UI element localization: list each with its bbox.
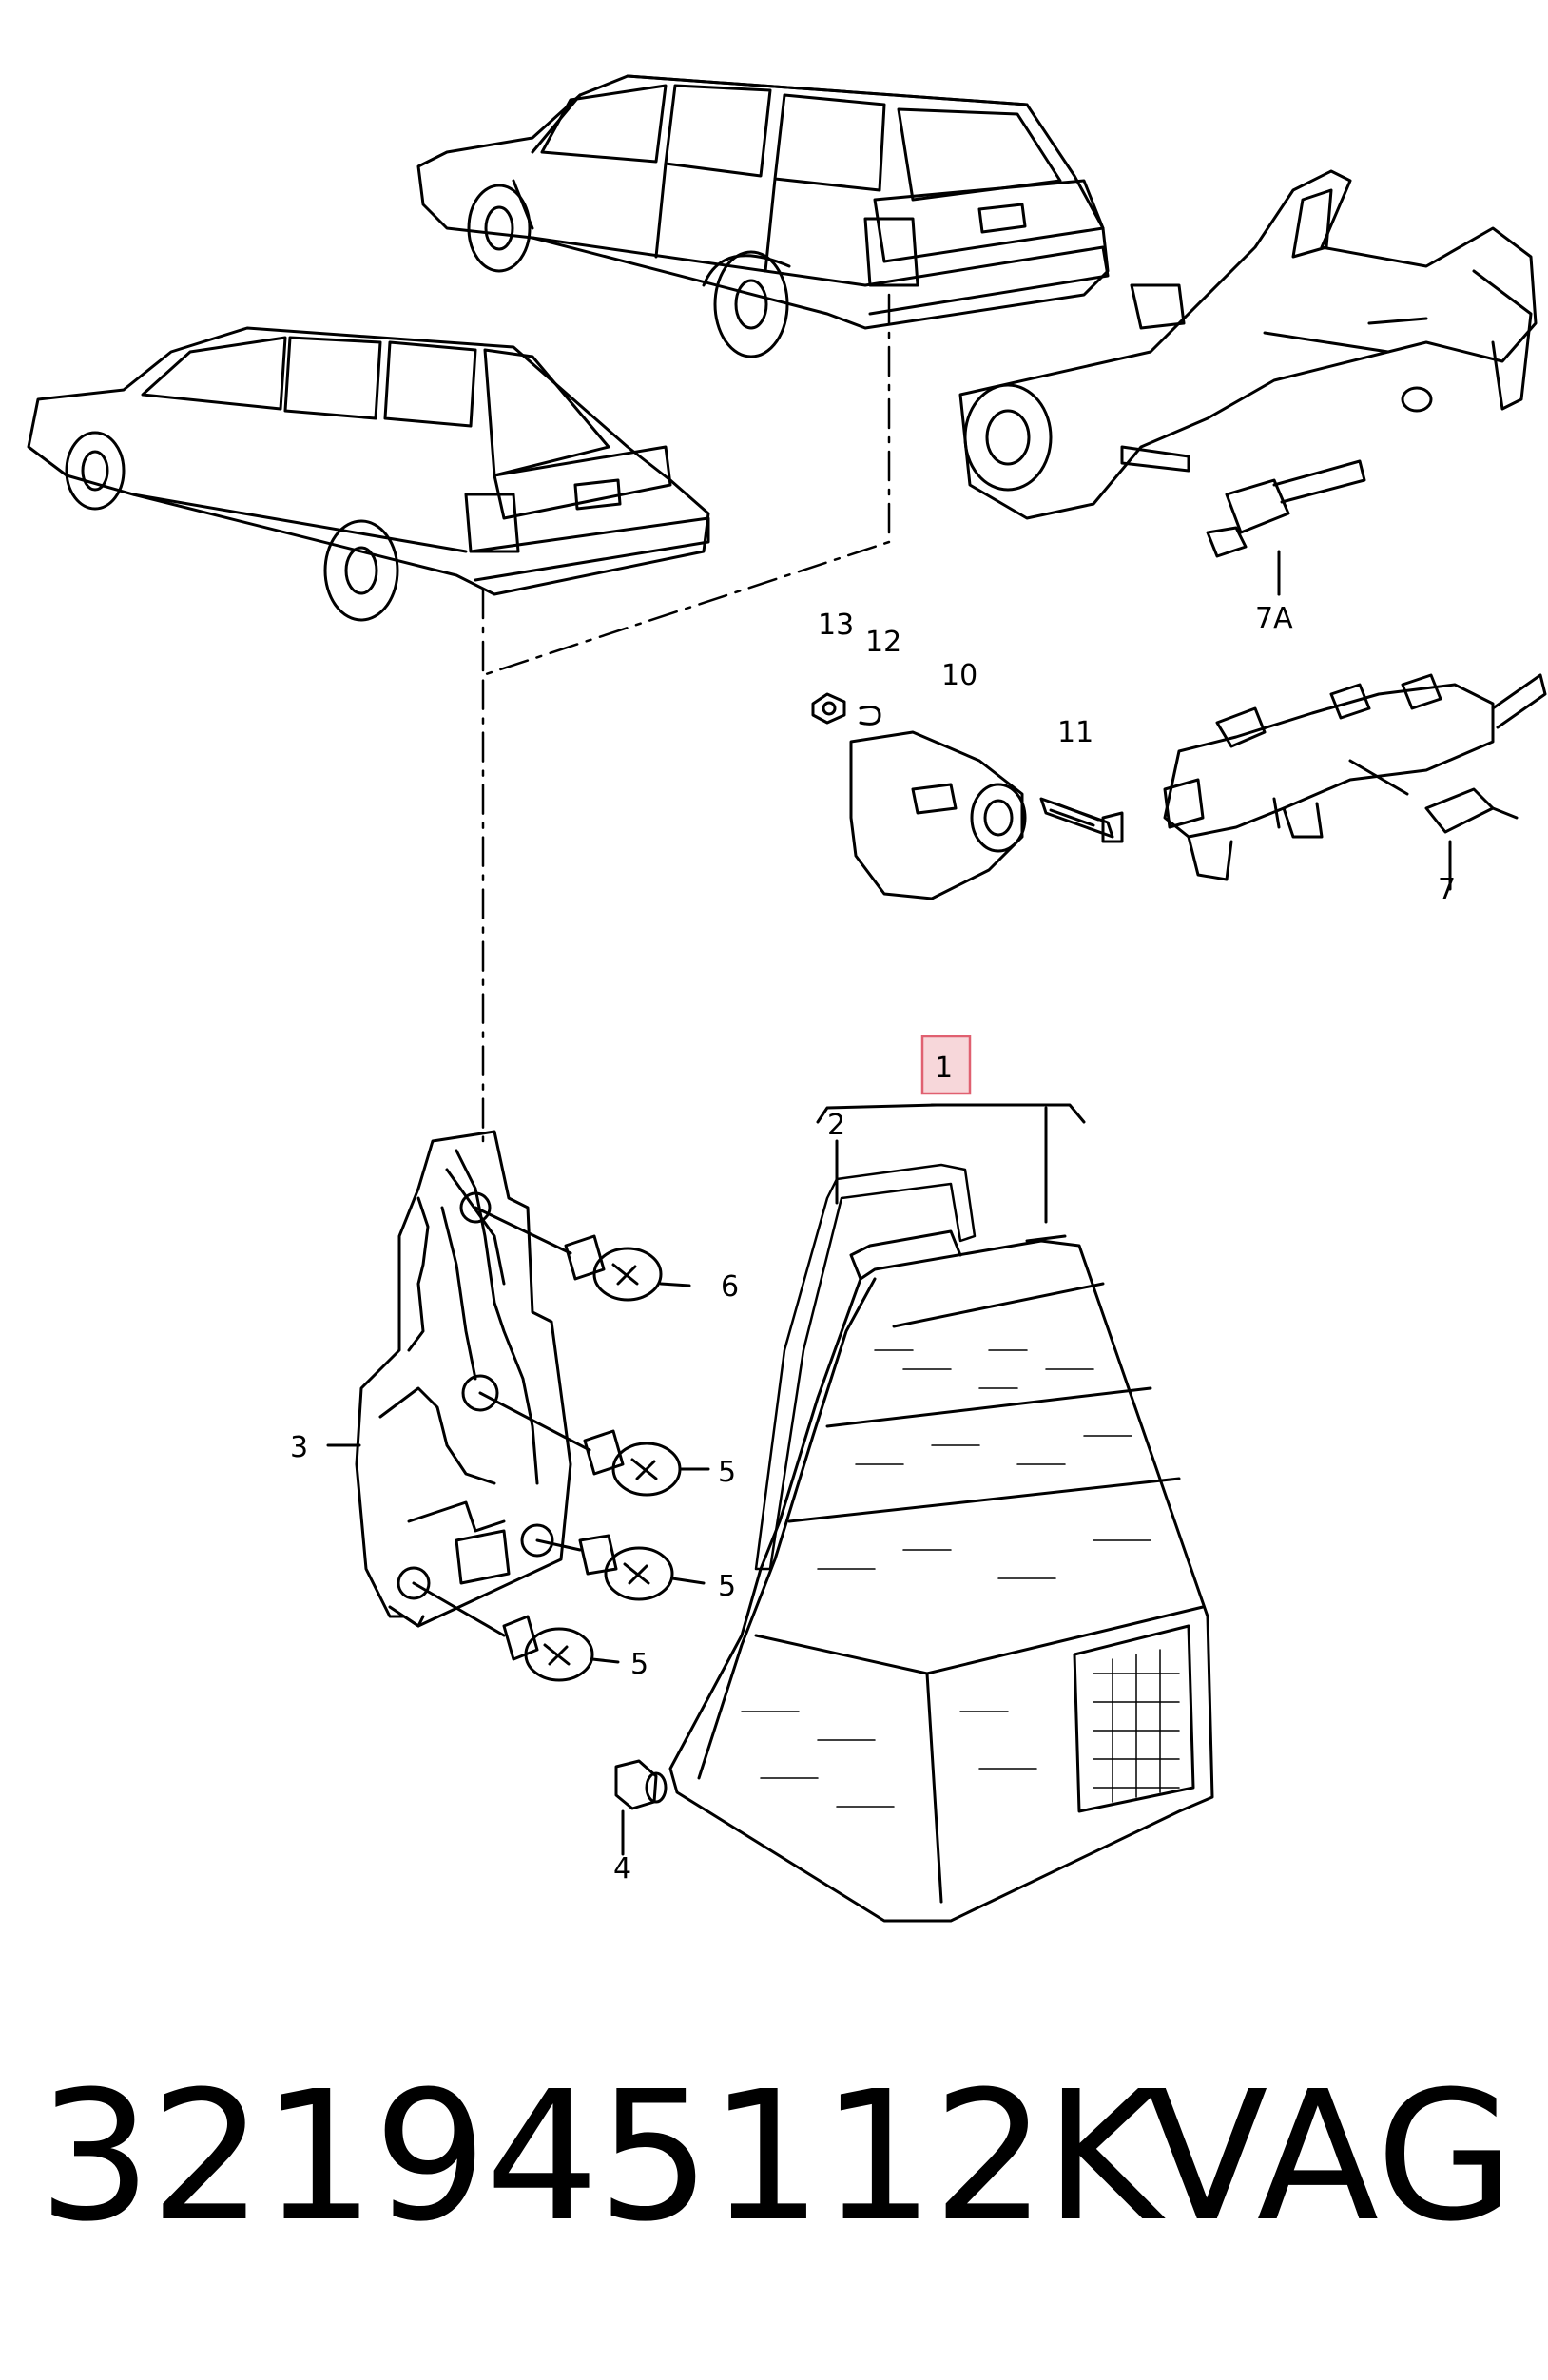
tail-light-assembly-1 — [668, 1103, 1214, 1923]
callout-1: 1 — [935, 1052, 953, 1085]
socket-assembly-parts — [811, 692, 1124, 900]
highlight-box — [920, 1035, 972, 1095]
callout-11: 11 — [1057, 716, 1093, 749]
callout-7a: 7A — [1255, 602, 1293, 635]
brake-light-switch-7a — [1206, 459, 1366, 596]
bulb-5-lower — [412, 1581, 620, 1682]
brand-label: VAG — [1146, 2053, 1515, 2261]
master-cylinder-7 — [1163, 673, 1547, 891]
callout-5-lower: 5 — [630, 1648, 648, 1681]
callout-6: 6 — [721, 1270, 739, 1304]
callout-12: 12 — [865, 626, 901, 659]
lens-grid-pattern — [741, 1349, 1180, 1808]
bulb-6 — [474, 1206, 691, 1302]
leader-lines — [481, 293, 891, 1143]
callout-5-middle: 5 — [718, 1570, 736, 1603]
bulb-holder-3 — [355, 1130, 572, 1628]
bulb-5-upper — [478, 1391, 710, 1497]
callout-5-upper: 5 — [718, 1456, 736, 1489]
estate-car-illustration — [416, 74, 1110, 358]
master-cylinder-bracket — [958, 169, 1538, 520]
callout-3: 3 — [290, 1431, 308, 1464]
callout-7: 7 — [1438, 873, 1456, 906]
part-number: 321945112K — [38, 2053, 1162, 2261]
bulb-5-middle — [535, 1534, 706, 1601]
callout-4: 4 — [613, 1852, 631, 1886]
callout-10: 10 — [941, 659, 977, 692]
callout-2: 2 — [827, 1109, 845, 1142]
nut-4 — [614, 1759, 668, 1856]
callout-labels: 1 2 3 4 5 5 5 6 7 7A 10 11 12 13 — [290, 602, 1456, 1886]
callout-13: 13 — [818, 609, 854, 642]
hatchback-car-illustration — [27, 326, 710, 622]
